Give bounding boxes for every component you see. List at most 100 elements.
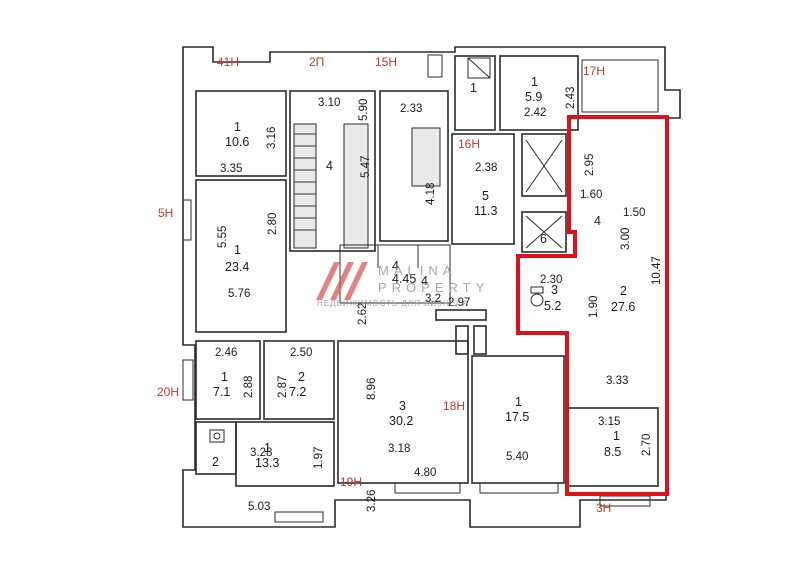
room-number: 4 [392, 259, 399, 273]
room-19n [235, 421, 335, 487]
room-number: 4 [326, 159, 333, 173]
premise-label-19n: 19Н [340, 475, 362, 489]
left-windows [182, 199, 194, 401]
room-number: 1 [515, 395, 522, 409]
dimension: 5.90 [358, 99, 370, 121]
shower-icon [467, 57, 491, 79]
dimension: 3.28 [250, 447, 272, 459]
dimension: 2.30 [540, 274, 562, 286]
room-number: 3 [399, 399, 406, 413]
dimension: 3.10 [318, 97, 340, 109]
dimension: 5.55 [217, 226, 229, 248]
outer-wall [182, 46, 681, 528]
room-area: 4.45 [392, 272, 416, 286]
room-number: 5 [482, 189, 489, 203]
elevator-shaft-2 [521, 211, 567, 253]
premise-label-16n: 16Н [458, 137, 480, 151]
room-area: 23.4 [225, 260, 249, 274]
premise-label-5n: 5Н [158, 206, 173, 220]
dimension: 1.90 [588, 296, 600, 318]
room-number: 1 [531, 75, 538, 89]
room-area: 5.9 [525, 90, 542, 104]
room-20n-2 [263, 340, 335, 420]
premise-label-2p: 2П [309, 55, 324, 69]
dimension: 4.18 [425, 183, 437, 205]
column-3 [435, 309, 487, 321]
room-area: 10.6 [225, 135, 249, 149]
dimension: 3.16 [266, 127, 278, 149]
stair-treads [294, 133, 316, 231]
room-number: 2 [620, 284, 627, 298]
room-area: 11.3 [474, 204, 497, 218]
room-number: 1 [264, 441, 271, 455]
watermark-brand-line2: PROPERTY [378, 280, 489, 295]
dimension: 2.70 [641, 434, 653, 456]
dimension: 2.33 [400, 103, 422, 115]
room-17n [499, 55, 579, 131]
elevator-shaft-1 [521, 133, 567, 197]
room-area: 7.1 [213, 385, 230, 399]
room-number: 1 [221, 370, 228, 384]
dimension: 3.2 [425, 293, 441, 305]
room-number: 4 [594, 214, 601, 228]
toilet-icon [530, 286, 544, 307]
premise-label-20n: 20Н [157, 385, 179, 399]
premise-label-18n: 18Н [443, 399, 465, 413]
hall-4 [339, 244, 451, 304]
dimension: 3.15 [598, 416, 620, 428]
premise-label-17n: 17Н [583, 64, 605, 78]
dimension: 2.43 [565, 87, 577, 109]
dimension: 2.62 [357, 303, 369, 325]
room-number: 1 [613, 429, 620, 443]
dimension: 3.35 [220, 163, 242, 175]
outer-corner-tab [427, 54, 443, 78]
room-41n [195, 90, 287, 177]
dimension: 3.18 [388, 443, 410, 455]
dimension: 1.97 [313, 447, 325, 469]
room-area: 5.2 [544, 299, 561, 313]
room-area: 30.2 [389, 414, 413, 428]
dimension: 2.88 [243, 376, 255, 398]
dimension: 1.60 [580, 189, 602, 201]
room-area: 7.2 [289, 385, 306, 399]
dimension: 2.46 [215, 347, 237, 359]
room-15n [379, 90, 449, 242]
dimension: 2.87 [277, 376, 289, 398]
dimension: 2.97 [448, 297, 470, 309]
watermark-logo-icon [316, 262, 368, 300]
dimension: 2.80 [267, 213, 279, 235]
dimension: 2.50 [290, 347, 312, 359]
room-17n-wc [454, 55, 496, 131]
room-number: 4 [421, 274, 428, 288]
room-20n-1 [195, 340, 261, 420]
column-1 [455, 325, 469, 355]
dimension: 3.00 [620, 228, 632, 250]
room-number: 2 [298, 370, 305, 384]
sink-icon [209, 429, 225, 443]
room-number: 2 [212, 455, 219, 469]
stair-shaft [293, 123, 317, 249]
watermark-tagline: НЕДВИЖИМОСТЬ ДЛЯ БИЗНЕСА [317, 299, 469, 308]
dimension: 2.95 [584, 154, 596, 176]
dimension: 3.33 [606, 375, 628, 387]
premise-label-41n: 41Н [217, 55, 239, 69]
dimension: 5.40 [506, 451, 528, 463]
selected-premise-outline [516, 115, 669, 496]
dimension: 5.47 [360, 156, 372, 178]
dimension: 3.26 [366, 490, 378, 512]
watermark-brand-line1: MALINA [378, 263, 456, 278]
dimension: 2.42 [524, 107, 546, 119]
room-area: 17.5 [505, 410, 529, 424]
room-number: 1 [234, 243, 241, 257]
stair-shaft-right [343, 123, 369, 249]
room-number: 3 [551, 283, 558, 297]
room-area: 8.5 [604, 445, 621, 459]
room-17n-right [581, 59, 659, 113]
dimension: 8.96 [366, 378, 378, 400]
room-16n [451, 133, 515, 245]
premise-label-3n: 3Н [596, 501, 611, 515]
room-area: 13.3 [255, 456, 279, 470]
room-number: 6 [540, 232, 547, 246]
column-2 [473, 325, 487, 355]
